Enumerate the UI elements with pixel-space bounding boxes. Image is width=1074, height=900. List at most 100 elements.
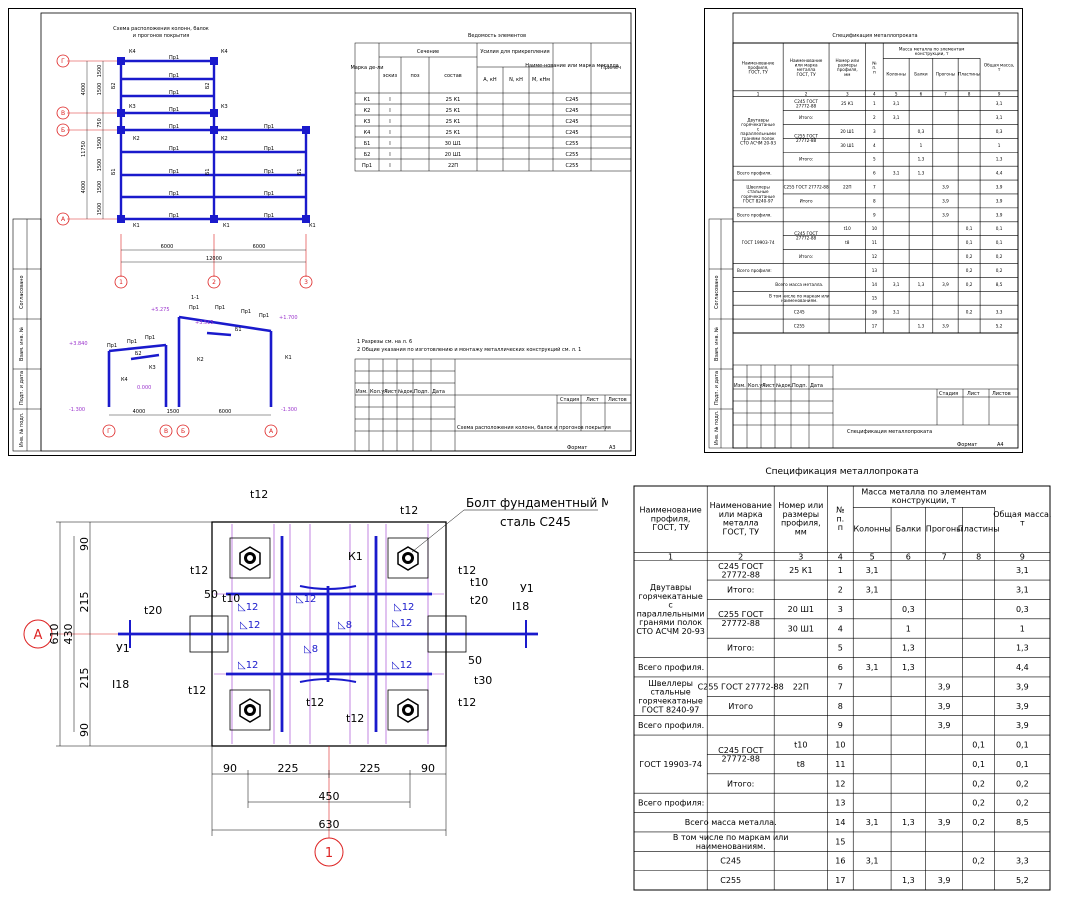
header-cell: п	[873, 70, 876, 75]
elevation: +3.840	[69, 341, 88, 347]
mark-pr1: Пр1	[264, 124, 274, 130]
row-mark: Итого:	[799, 254, 813, 259]
row-value: 0,3	[996, 129, 1003, 134]
header-cell: Примеч	[601, 65, 621, 71]
row-value: 1	[920, 143, 923, 148]
header-cell: или марка	[795, 63, 818, 68]
axis-label: А	[34, 628, 43, 643]
header-cell: Номер или	[836, 58, 860, 63]
stamp-col: Кол.уч	[748, 383, 765, 389]
row-number: 11	[872, 240, 878, 245]
stamp-name: Спецификация металлопроката	[847, 429, 932, 435]
row-mark: Итого:	[727, 779, 754, 788]
row-mark: С245 ГОСТ	[718, 746, 763, 755]
bolt-label: Болт фундаментный М42	[466, 496, 608, 510]
weld-label: ◺12	[240, 620, 260, 631]
group-label: Двутавры	[747, 117, 769, 122]
cell-material: С245	[565, 108, 578, 114]
stamp-col: Кол.уч	[370, 389, 387, 395]
row-value: 3,1	[1016, 566, 1029, 575]
row-value: 0,3	[902, 605, 915, 614]
row-value: 3,9	[942, 212, 949, 217]
row-profile: 22П	[793, 682, 809, 691]
side-label: Подп. и дата	[714, 371, 720, 405]
stamp-stadia: Стадия	[939, 391, 958, 397]
header-cell: Усилия для прикрепления	[480, 49, 549, 55]
mark-pr1: Пр1	[169, 90, 179, 96]
row-mark: С255 ГОСТ 27772-88	[784, 184, 829, 189]
scheme-title: и прогонов покрытия	[133, 33, 190, 39]
header-cell: Общая масса,	[984, 63, 1014, 68]
group-label: с	[668, 601, 672, 610]
thickness-label: t12	[458, 696, 476, 709]
header-cell: Масса металла по элементам	[861, 487, 986, 496]
mark-pr1: Пр1	[127, 339, 137, 345]
row-value: 0,2	[966, 282, 973, 287]
row-value: 1	[1020, 624, 1025, 633]
row-number: 7	[873, 184, 876, 189]
weld-label: ◺12	[238, 660, 258, 671]
row-value: 0,2	[972, 818, 985, 827]
dimension: 50	[468, 654, 482, 667]
row-mark: С255 ГОСТ 27772-88	[698, 682, 784, 691]
mark-k1: К1	[133, 223, 140, 229]
dimension: 90	[223, 762, 237, 775]
side-label: Взам. инв. №	[714, 326, 720, 361]
row-mark: 27772-88	[721, 755, 760, 764]
row-value: 3,9	[996, 212, 1003, 217]
group-label: ГОСТ 19903-74	[742, 240, 775, 245]
header-cell: Пластины	[958, 524, 1000, 533]
side-label: Подп. и дата	[19, 371, 25, 405]
axis-label: Г	[61, 58, 65, 65]
group-label: ГОСТ 19903-74	[639, 760, 702, 769]
row-value: 3,1	[893, 115, 900, 120]
dimension: 6000	[219, 409, 232, 415]
dimension: 6000	[161, 244, 174, 250]
dimension: 215	[78, 592, 91, 613]
dimension: 1500	[97, 203, 103, 216]
row-label: наименованиям.	[696, 842, 766, 851]
group-label: горячекатаные	[638, 697, 702, 706]
row-mark: С245 ГОСТ	[794, 99, 818, 104]
row-profile: t10	[844, 226, 851, 231]
cell-mark: Пр1	[362, 163, 372, 169]
group-label: Швеллеры	[648, 679, 693, 688]
header-cell: Пластины	[958, 72, 980, 77]
dimension: 4000	[81, 181, 87, 194]
cell-mark: К1	[364, 97, 371, 103]
axis-label: В	[164, 428, 168, 435]
header-cell: металла	[723, 519, 759, 528]
mark-pr1: Пр1	[169, 124, 179, 130]
weld-label: ◺8	[338, 620, 352, 631]
mark-k2: К2	[221, 136, 228, 142]
section-1-1: 1-1 Пр1 Пр1 Пр1 Пр1 Пр1 Пр1 Пр1 Б2 Б1 К4…	[69, 295, 298, 438]
column-index: 6	[920, 92, 923, 97]
weld-label: ◺12	[296, 594, 316, 605]
row-value: 3,1	[893, 310, 900, 315]
thickness-label: t12	[346, 712, 364, 725]
column-index: 3	[846, 92, 849, 97]
row-value: 0,2	[972, 857, 985, 866]
stamp-stadia: Стадия	[560, 397, 579, 403]
row-profile: 25 К1	[841, 101, 854, 106]
row-number: 2	[873, 115, 876, 120]
mark-k3: К3	[221, 104, 228, 110]
header-cell: т	[998, 67, 1001, 72]
dimension: 610	[48, 624, 61, 645]
row-value: 0,2	[996, 268, 1003, 273]
side-label: Взам. инв. №	[19, 326, 25, 361]
row-mark: Итого:	[727, 644, 754, 653]
cell-mark: Б2	[364, 152, 371, 158]
header-cell: ГОСТ, ТУ	[652, 523, 689, 532]
header-cell: Колонны	[853, 524, 890, 533]
dimension: 630	[319, 818, 340, 831]
row-value: 3,1	[866, 857, 879, 866]
row-number: 12	[835, 779, 845, 788]
thickness-label: t12	[190, 564, 208, 577]
cell-mark: Б1	[364, 141, 371, 147]
stamp-col: Лист	[762, 383, 775, 389]
row-number: 14	[872, 282, 878, 287]
row-value: 3,9	[942, 198, 949, 203]
row-number: 15	[835, 837, 845, 846]
row-value: 0,2	[972, 799, 985, 808]
